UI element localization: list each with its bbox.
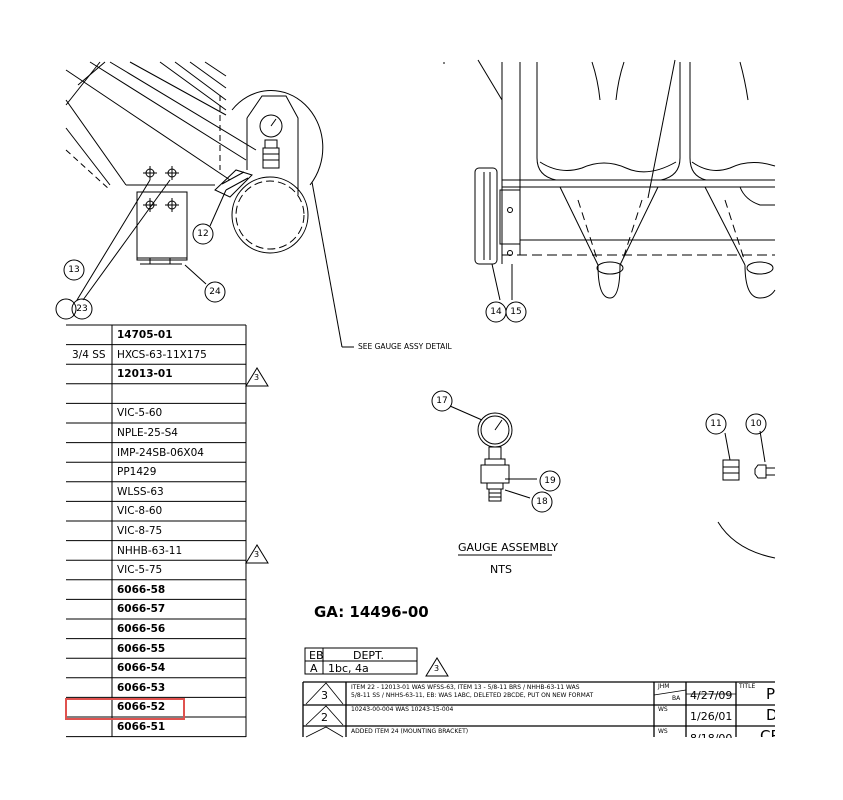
bom-part-number: 6066-56 bbox=[117, 623, 166, 635]
rev-1-desc: ADDED ITEM 24 (MOUNTING BRACKET) bbox=[351, 728, 469, 735]
bom-part-number: VIC-5-60 bbox=[117, 407, 163, 420]
rev-2-by: WS bbox=[658, 706, 668, 713]
bom-table-grid bbox=[66, 324, 247, 738]
bom-part-number: 6066-53 bbox=[117, 681, 166, 694]
bom-part-number: NHHB-63-11 bbox=[117, 544, 183, 557]
bom-part-number: VIC-5-75 bbox=[117, 564, 163, 577]
bom-part-number: 6066-51 bbox=[117, 721, 166, 733]
rev-3-desc-2: 5/8-11 SS / NHHS-63-11, EB: WAS 1ABC, DE… bbox=[351, 692, 594, 699]
bom-part-number: IMP-24SB-06X04 bbox=[117, 446, 204, 459]
gauge-assembly-title: GAUGE ASSEMBLY bbox=[458, 541, 558, 554]
dept-row-a: A bbox=[310, 662, 318, 675]
rev-3-by: JHM bbox=[658, 683, 670, 690]
bom-part-number: 6066-57 bbox=[117, 603, 166, 616]
title-label: TITLE bbox=[739, 683, 756, 690]
dept-rev-marker: 3 bbox=[434, 664, 440, 673]
bom-part-number: VIC-8-60 bbox=[117, 505, 163, 518]
highlight-box bbox=[65, 698, 185, 720]
revision-block-grid bbox=[302, 681, 775, 737]
title-line-3: CR bbox=[760, 729, 775, 737]
rev-3-desc: ITEM 22 - 12013-01 WAS WFSS-63, ITEM 13 … bbox=[351, 684, 580, 691]
ga-number: GA: 14496-00 bbox=[314, 603, 429, 621]
balloon-10: 10 bbox=[750, 419, 762, 429]
bom-part-number: WLSS-63 bbox=[117, 485, 164, 498]
rev-2-date: 1/26/01 bbox=[690, 710, 733, 723]
bom-part-number: HXCS-63-11X175 bbox=[117, 348, 207, 361]
rev-3-number: 3 bbox=[321, 689, 328, 702]
balloon-19: 19 bbox=[544, 476, 556, 486]
balloon-14: 14 bbox=[490, 307, 502, 317]
balloon-24: 24 bbox=[209, 287, 221, 297]
bom-part-number: VIC-8-75 bbox=[117, 525, 163, 537]
see-gauge-note: SEE GAUGE ASSY DETAIL bbox=[358, 342, 452, 351]
rev-2-number: 2 bbox=[321, 711, 328, 724]
dept-row-value: 1bc, 4a bbox=[328, 662, 369, 675]
rev-1-date: 8/18/00 bbox=[690, 733, 732, 738]
gauge-assembly-drawing bbox=[449, 405, 552, 556]
bom-part-number: 6066-58 bbox=[117, 583, 166, 596]
bom-part-number: 14705-01 bbox=[117, 329, 173, 341]
dept-table-grid bbox=[304, 647, 449, 677]
balloon-11: 11 bbox=[710, 419, 722, 429]
bom-rev-marker: 3 bbox=[254, 373, 260, 382]
title-line-1: P bbox=[766, 687, 775, 702]
balloon-18: 18 bbox=[536, 497, 548, 507]
balloon-12: 12 bbox=[197, 229, 209, 239]
dept-col-eb: EB bbox=[309, 649, 324, 662]
revision-triangles bbox=[305, 682, 344, 738]
bom-part-number: PP1429 bbox=[117, 466, 157, 479]
rev-2-desc: 10243-00-004 WAS 10243-15-004 bbox=[351, 706, 454, 713]
rev-3-chk: BA bbox=[672, 695, 681, 702]
balloon-23: 23 bbox=[76, 304, 88, 314]
gauge-assembly-scale: NTS bbox=[490, 563, 512, 576]
bracket-isometric-view bbox=[65, 61, 324, 265]
bom-part-number: 6066-55 bbox=[117, 642, 166, 655]
rev-1-by: WS bbox=[658, 728, 668, 735]
bom-part-number: NPLE-25-S4 bbox=[117, 427, 178, 439]
rev-3-date: 4/27/09 bbox=[690, 689, 733, 702]
tank-piping-view bbox=[443, 59, 776, 301]
bom-part-number: 6066-52 bbox=[117, 701, 166, 714]
bom-material: 3/4 SS bbox=[72, 348, 106, 361]
items-10-11-drawing bbox=[717, 430, 776, 559]
bom-rev-marker: 3 bbox=[254, 550, 260, 559]
bom-part-number: 12013-01 bbox=[117, 368, 173, 381]
title-line-2: D bbox=[766, 708, 775, 723]
dept-col-dept: DEPT. bbox=[353, 649, 384, 662]
bom-part-number: 6066-54 bbox=[117, 662, 166, 675]
leader-lines bbox=[76, 59, 503, 348]
balloon-17: 17 bbox=[436, 396, 448, 406]
balloon-15: 15 bbox=[510, 307, 522, 317]
balloon-13: 13 bbox=[68, 265, 80, 275]
